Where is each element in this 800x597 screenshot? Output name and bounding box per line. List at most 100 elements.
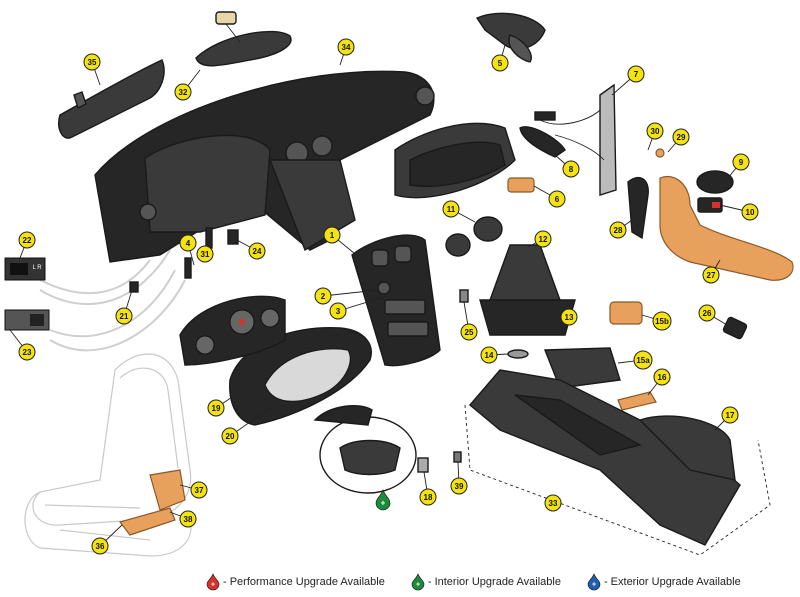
callout-label: 18 [424, 493, 433, 502]
callout-38: 38 [179, 510, 197, 528]
callout-label: 1 [330, 231, 335, 240]
callout-26: 26 [698, 304, 716, 322]
plug-39 [453, 451, 462, 463]
callout-14: 14 [480, 346, 498, 364]
seat-outline [24, 353, 192, 557]
legend-interior: + - Interior Upgrade Available [411, 573, 561, 591]
center-console-bezel [351, 234, 441, 367]
callout-label: 19 [212, 404, 221, 413]
callout-28: 28 [609, 221, 627, 239]
legend: + - Performance Upgrade Available + - In… [206, 572, 796, 592]
callout-33: 33 [544, 494, 562, 512]
mirror-switch: L R [4, 257, 46, 281]
callout-label: 13 [565, 313, 574, 322]
shift-ring [507, 349, 529, 359]
callout-label: 11 [447, 205, 456, 214]
svg-text:+: + [211, 582, 215, 589]
callout-label: 16 [658, 373, 667, 382]
callout-label: 28 [614, 226, 623, 235]
callout-20: 20 [221, 427, 239, 445]
lock-knob [655, 148, 665, 158]
callout-label: 36 [96, 542, 105, 551]
callout-label: 20 [226, 432, 235, 441]
callout-label: 38 [184, 515, 193, 524]
callout-label: 7 [634, 70, 639, 79]
switch-18 [417, 457, 429, 473]
storage-bin-b [609, 301, 643, 325]
callout-label: 12 [539, 235, 548, 244]
callout-13: 13 [560, 308, 578, 326]
small-parts [129, 227, 469, 303]
callout-11: 11 [442, 200, 460, 218]
callout-label: 10 [746, 208, 755, 217]
callout-label: 8 [569, 165, 574, 174]
callout-label: 21 [120, 312, 129, 321]
window-regulator [534, 83, 617, 196]
callout-label: 2 [321, 292, 326, 301]
callout-35: 35 [83, 53, 101, 71]
callout-label: 14 [485, 351, 494, 360]
callout-label: 23 [23, 348, 32, 357]
callout-21: 21 [115, 307, 133, 325]
rear-view-mirror [195, 11, 292, 67]
callout-15b: 15b [652, 311, 672, 331]
callout-25: 25 [460, 323, 478, 341]
seat-recline-lever [118, 469, 186, 536]
svg-text:+: + [416, 582, 420, 589]
callout-label: 5 [498, 59, 503, 68]
callout-19: 19 [207, 399, 225, 417]
callout-label: 25 [465, 328, 474, 337]
callout-17: 17 [721, 406, 739, 424]
callout-5: 5 [491, 54, 509, 72]
window-switch [696, 170, 734, 213]
steering-wheel [313, 405, 417, 494]
gauge-cluster [179, 295, 286, 366]
performance-upgrade-icon: + [206, 573, 220, 591]
trim-clip [722, 316, 748, 340]
callout-label: 29 [677, 133, 686, 142]
callout-label: 15a [636, 356, 650, 365]
callout-39: 39 [450, 477, 468, 495]
callout-32: 32 [174, 83, 192, 101]
svg-text:+: + [381, 499, 386, 508]
callout-29: 29 [672, 128, 690, 146]
callout-9: 9 [732, 153, 750, 171]
callout-7: 7 [627, 65, 645, 83]
legend-interior-label: - Interior Upgrade Available [427, 576, 561, 588]
cluster-lens [264, 348, 351, 402]
callout-2: 2 [314, 287, 332, 305]
callout-label: 9 [739, 158, 744, 167]
dashboard-panel [94, 70, 435, 263]
callout-24: 24 [248, 242, 266, 260]
callout-37: 37 [190, 481, 208, 499]
callout-30: 30 [646, 122, 664, 140]
callout-31: 31 [196, 245, 214, 263]
callout-label: 31 [201, 250, 210, 259]
door-pull-handle [519, 126, 566, 158]
legend-exterior-label: - Exterior Upgrade Available [603, 576, 741, 588]
callout-label: 39 [455, 482, 464, 491]
callout-label: 30 [651, 127, 660, 136]
callout-label: 6 [555, 195, 560, 204]
console-lamp [617, 391, 657, 411]
callout-label: 3 [336, 307, 341, 316]
callout-label: 27 [707, 271, 716, 280]
callout-16: 16 [653, 368, 671, 386]
callout-label: 34 [342, 43, 351, 52]
harness-wires [39, 249, 186, 352]
svg-text:L R: L R [32, 265, 42, 271]
exterior-upgrade-icon: + [587, 573, 601, 591]
center-console [464, 369, 771, 556]
callout-1: 1 [323, 226, 341, 244]
callout-label: 22 [23, 236, 32, 245]
door-armrest [659, 176, 794, 281]
interior-upgrade-icon: + [375, 489, 391, 511]
legend-performance: + - Performance Upgrade Available [206, 573, 385, 591]
vent-nozzles [445, 216, 503, 257]
legend-exterior: + - Exterior Upgrade Available [587, 573, 741, 591]
callout-4: 4 [179, 234, 197, 252]
dome-light-assembly [475, 12, 546, 63]
callout-label: 24 [253, 247, 262, 256]
callout-12: 12 [534, 230, 552, 248]
sun-visor [58, 59, 165, 139]
